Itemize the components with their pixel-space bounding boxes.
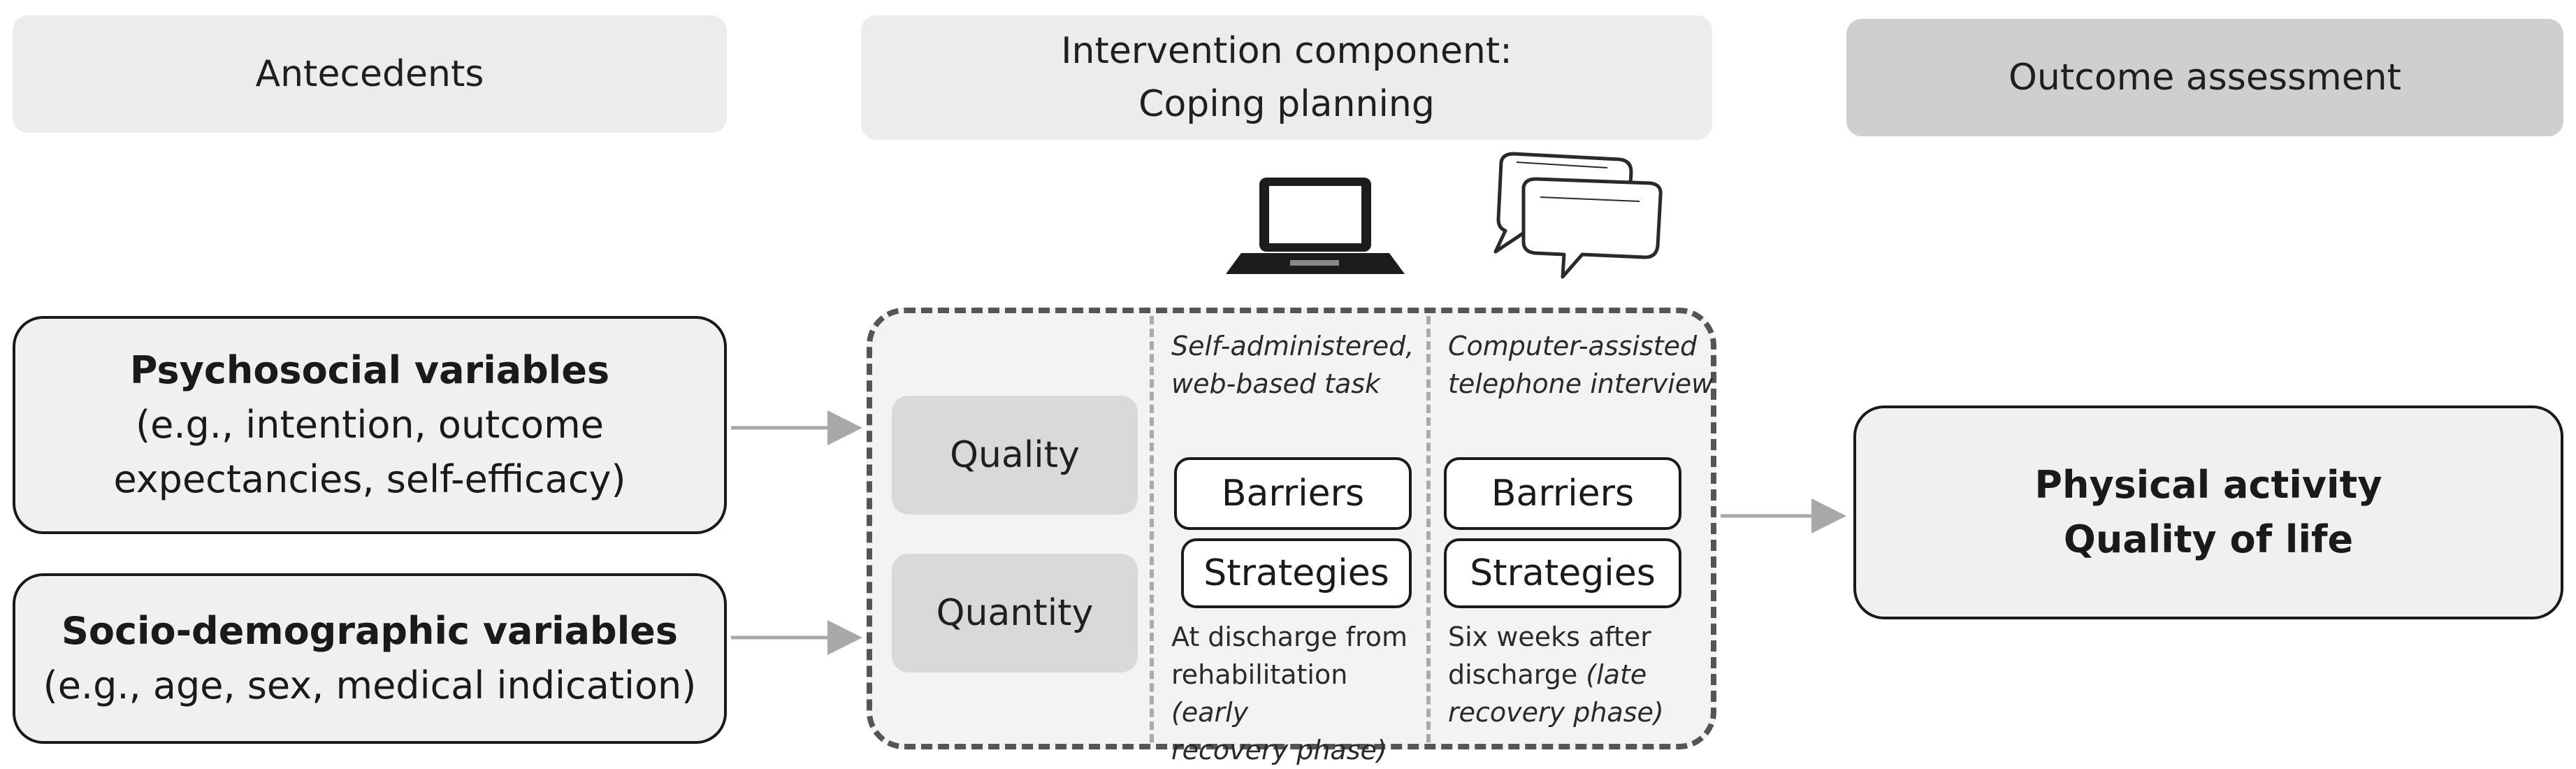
phone-time-line2b: (late xyxy=(1586,659,1647,690)
web-barriers-box: Barriers xyxy=(1174,457,1412,530)
web-barriers-label: Barriers xyxy=(1221,473,1365,515)
phone-time-line2a: discharge xyxy=(1448,659,1586,690)
header-outcome: Outcome assessment xyxy=(1846,19,2563,136)
sociodemographic-line1: (e.g., age, sex, medical indication) xyxy=(43,663,697,707)
phone-strategies-box: Strategies xyxy=(1444,538,1681,608)
header-antecedents: Antecedents xyxy=(13,15,727,133)
web-timing: At discharge from rehabilitation (early … xyxy=(1171,618,1423,769)
header-intervention-line1: Intervention component: xyxy=(1061,30,1512,72)
phone-time-line3: recovery phase) xyxy=(1448,697,1664,728)
phone-desc-line1: Computer-assisted xyxy=(1448,331,1698,361)
web-strategies-box: Strategies xyxy=(1181,538,1412,608)
web-desc-line1: Self-administered, xyxy=(1171,331,1414,361)
web-time-line1: At discharge from xyxy=(1171,621,1408,652)
phone-strategies-label: Strategies xyxy=(1470,552,1656,594)
web-desc-line2: web-based task xyxy=(1171,368,1381,399)
psychosocial-line2: expectancies, self-efficacy) xyxy=(113,457,626,501)
quantity-label: Quantity xyxy=(936,592,1094,634)
header-antecedents-label: Antecedents xyxy=(255,53,484,95)
phone-barriers-box: Barriers xyxy=(1444,457,1681,530)
speech-bubbles-icon xyxy=(1493,152,1663,279)
phone-desc-line2: telephone interview xyxy=(1448,368,1714,399)
column-divider-left xyxy=(1150,316,1154,742)
web-time-line2b: (early xyxy=(1171,697,1249,728)
phone-timing: Six weeks after discharge (late recovery… xyxy=(1448,618,1707,731)
header-intervention-line2: Coping planning xyxy=(1138,83,1435,125)
web-time-line2a: rehabilitation xyxy=(1171,659,1348,690)
psychosocial-box: Psychosocial variables (e.g., intention,… xyxy=(13,316,727,534)
sociodemographic-title: Socio-demographic variables xyxy=(61,609,678,653)
web-strategies-label: Strategies xyxy=(1203,552,1389,594)
phone-time-line1: Six weeks after xyxy=(1448,621,1651,652)
phone-barriers-label: Barriers xyxy=(1491,473,1635,515)
psychosocial-title: Psychosocial variables xyxy=(129,348,610,392)
sociodemographic-box: Socio-demographic variables (e.g., age, … xyxy=(13,573,727,744)
header-intervention: Intervention component: Coping planning xyxy=(861,15,1712,140)
phone-description: Computer-assisted telephone interview xyxy=(1448,327,1714,403)
outcome-line2: Quality of life xyxy=(2063,517,2354,561)
column-divider-right xyxy=(1426,316,1431,742)
quality-label: Quality xyxy=(950,434,1080,476)
outcome-box: Physical activity Quality of life xyxy=(1853,405,2563,619)
outcome-line1: Physical activity xyxy=(2034,463,2382,507)
laptop-icon xyxy=(1226,178,1405,274)
psychosocial-line1: (e.g., intention, outcome xyxy=(136,403,604,447)
quality-box: Quality xyxy=(892,396,1138,515)
web-time-line3: recovery phase) xyxy=(1171,735,1387,766)
quantity-box: Quantity xyxy=(892,554,1138,673)
web-description: Self-administered, web-based task xyxy=(1171,327,1423,403)
header-outcome-label: Outcome assessment xyxy=(2008,57,2402,99)
